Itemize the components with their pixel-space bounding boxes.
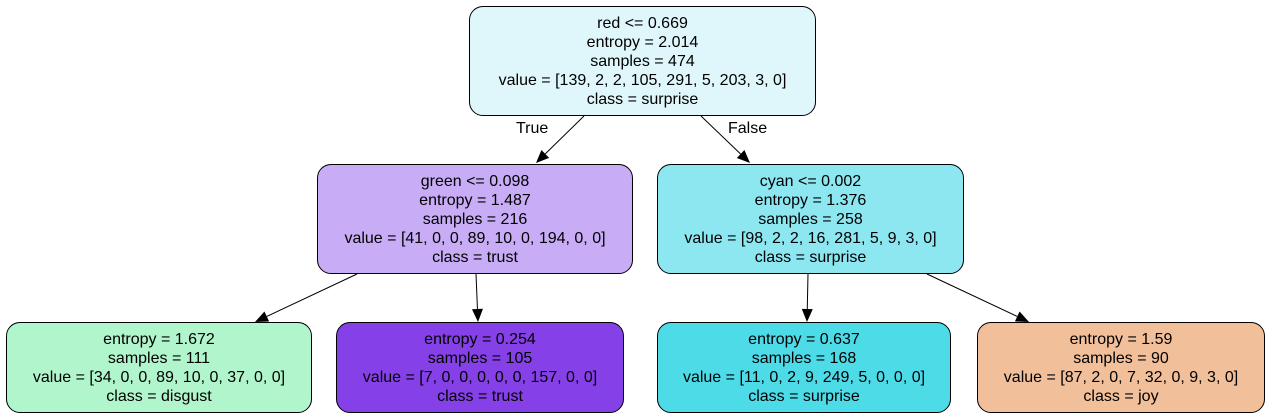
node-line: class = surprise	[586, 90, 699, 108]
node-line: samples = 168	[751, 349, 857, 367]
edge-n2-n6	[926, 273, 1018, 317]
node-line: green <= 0.098	[420, 172, 530, 190]
node-line: class = surprise	[748, 387, 860, 405]
node-line: entropy = 1.59	[1069, 330, 1173, 348]
node-line: entropy = 1.487	[419, 191, 531, 209]
node-line: samples = 90	[1073, 349, 1169, 367]
arrowhead-n2-n5	[801, 308, 813, 322]
node-line: samples = 216	[422, 210, 528, 228]
node-line: samples = 474	[590, 52, 695, 70]
node-line: value = [87, 2, 0, 7, 32, 0, 9, 3, 0]	[1003, 368, 1239, 386]
node-line: entropy = 0.254	[424, 330, 536, 348]
arrowhead-n0-n2	[736, 150, 750, 163]
edge-n0-n1	[544, 115, 585, 155]
edge-n1-n4	[475, 273, 478, 310]
edge-n1-n3	[266, 273, 358, 317]
edge-n2-n5	[806, 273, 809, 310]
edge-n0-n2	[700, 115, 741, 155]
node-line: entropy = 1.376	[754, 191, 867, 209]
edge-label-n0-n2: False	[728, 120, 768, 137]
node-line: red <= 0.669	[597, 14, 688, 32]
node-line: samples = 111	[107, 349, 211, 367]
node-line: class = trust	[437, 387, 523, 405]
node-line: value = [7, 0, 0, 0, 0, 0, 157, 0, 0]	[362, 368, 598, 386]
node-line: class = joy	[1083, 387, 1159, 405]
edge-label-n0-n1: True	[516, 120, 549, 137]
node-line: cyan <= 0.002	[759, 172, 862, 190]
node-line: value = [11, 0, 2, 9, 249, 5, 0, 0, 0]	[682, 368, 926, 386]
node-line: entropy = 2.014	[586, 33, 699, 51]
arrowhead-n1-n3	[255, 311, 270, 322]
node-line: value = [41, 0, 0, 89, 10, 0, 194, 0, 0]	[344, 229, 606, 247]
arrowhead-n2-n6	[1014, 311, 1029, 322]
arrowhead-n0-n1	[536, 149, 550, 163]
node-line: entropy = 1.672	[103, 330, 215, 348]
arrowhead-n1-n4	[471, 308, 483, 322]
node-line: value = [139, 2, 2, 105, 291, 5, 203, 3,…	[498, 71, 787, 89]
node-line: class = disgust	[106, 387, 212, 405]
node-line: samples = 105	[427, 349, 533, 367]
node-line: value = [34, 0, 0, 89, 10, 0, 37, 0, 0]	[32, 368, 286, 386]
node-line: class = surprise	[754, 248, 867, 266]
node-line: value = [98, 2, 2, 16, 281, 5, 9, 3, 0]	[684, 229, 937, 247]
node-line: samples = 258	[758, 210, 863, 228]
node-line: class = trust	[432, 248, 518, 266]
node-line: entropy = 0.637	[748, 330, 860, 348]
